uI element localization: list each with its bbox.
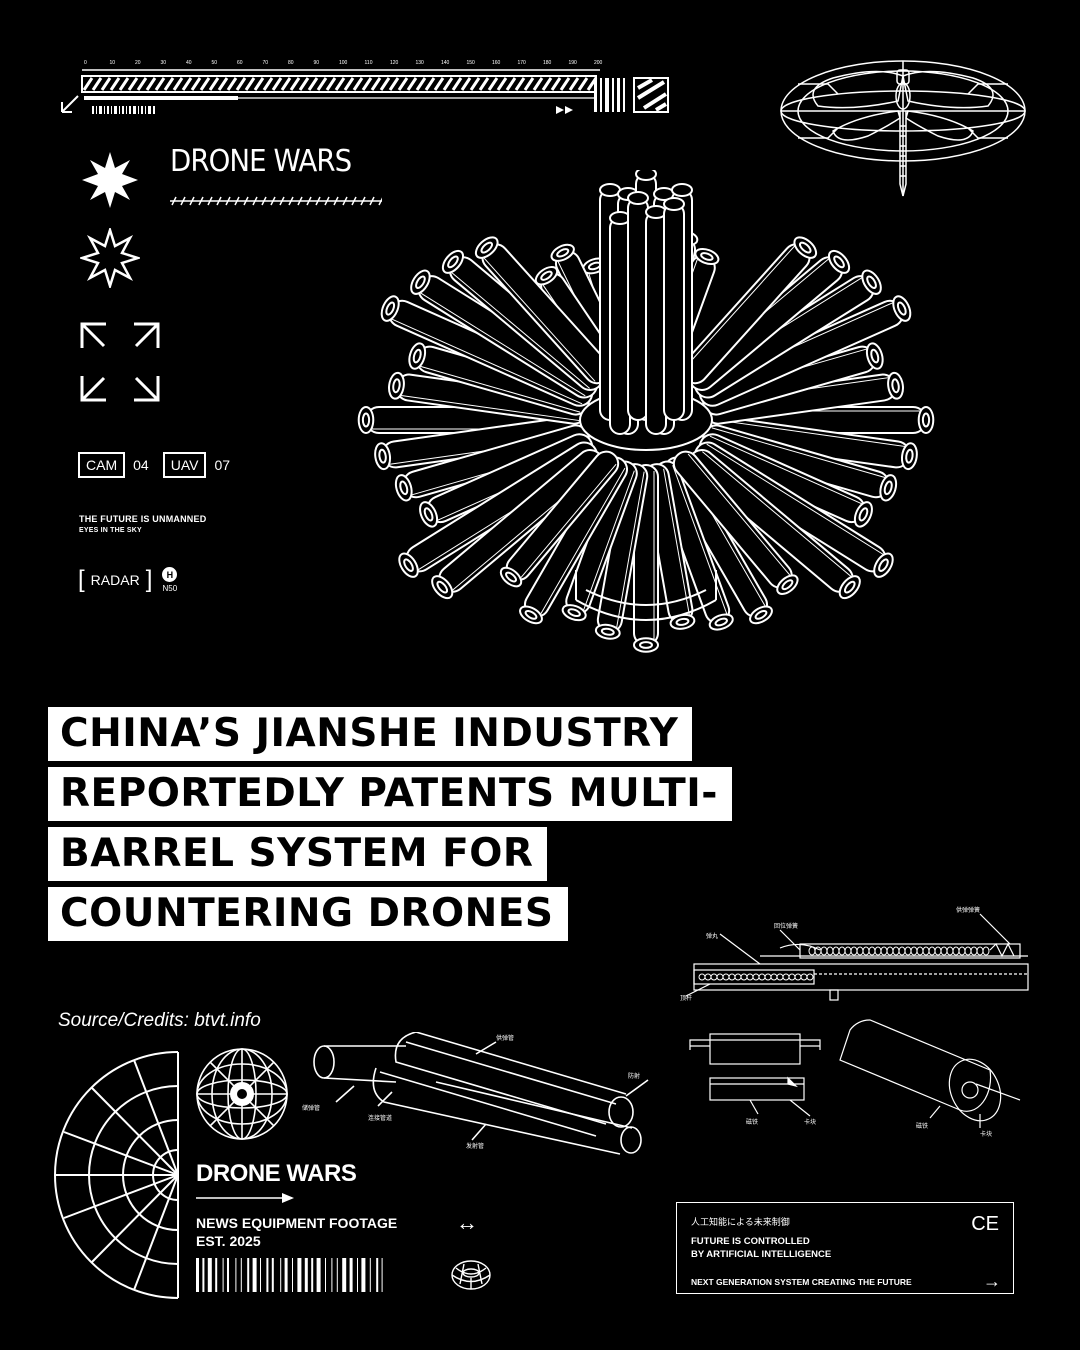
info-cn: 人工知能による未来制御: [691, 1217, 790, 1227]
label-mid2: 储弹管: [302, 1104, 320, 1112]
headline-line-4: COUNTERING DRONES: [48, 887, 568, 941]
radar-label: RADAR: [90, 572, 140, 588]
label-mid5: 防射: [628, 1072, 640, 1080]
info-box: 人工知能による未来制御 CE FUTURE IS CONTROLLED BY A…: [676, 1202, 1014, 1294]
ruler-tick-label: 120: [390, 60, 399, 66]
label-r4: 卡块: [980, 1130, 992, 1138]
dragonfly-emblem: [780, 60, 1026, 197]
patent-drawing-mechanism: 弹丸 回位弹簧 供弹弹簧 顶杆: [680, 906, 1029, 1002]
ruler-tick-label: 150: [467, 60, 476, 66]
label-mid1: 供弹管: [496, 1034, 514, 1042]
patent-drawing-magnets: 磁铁 卡块 磁铁 卡块: [689, 1019, 1021, 1138]
label-tl1: 弹丸: [706, 932, 718, 940]
info-text: FUTURE IS CONTROLLED BY ARTIFICIAL INTEL…: [691, 1235, 831, 1261]
barcode: [196, 1258, 383, 1292]
headline-line-1: CHINA’S JIANSHE INDUSTRY: [48, 707, 693, 761]
ruler-tick-label: 190: [569, 60, 578, 66]
label-mid3: 连接管道: [368, 1114, 392, 1122]
label-tl3: 供弹弹簧: [956, 906, 980, 914]
star-outline-icon: [80, 228, 140, 288]
ruler-tick-label: 0: [84, 60, 87, 66]
cam-uav-tags: CAM 04 UAV 07: [78, 452, 230, 478]
info-line-1: FUTURE IS CONTROLLED: [691, 1236, 810, 1247]
expand-arrows-icon: [80, 322, 160, 402]
n50-label: N50: [162, 584, 178, 593]
torus-icon: [451, 1260, 491, 1290]
ruler-tick-label: 170: [518, 60, 527, 66]
ruler-tick-label: 100: [339, 60, 348, 66]
ruler-tick-label: 30: [161, 60, 167, 66]
label-mid4: 发射管: [466, 1142, 484, 1150]
ruler-tick-label: 80: [288, 60, 294, 66]
news-line-2: EST. 2025: [196, 1233, 261, 1249]
news-block: NEWS EQUIPMENT FOOTAGE EST. 2025: [196, 1214, 397, 1250]
news-line-1: NEWS EQUIPMENT FOOTAGE: [196, 1215, 398, 1231]
ce-mark: CE: [971, 1213, 999, 1235]
brand-title-top: DRONE WARS: [170, 144, 352, 179]
ruler-tick-label: 60: [237, 60, 243, 66]
label-r2: 卡块: [804, 1118, 816, 1126]
globe-icon: [196, 1048, 288, 1140]
multi-barrel-drawing: [357, 170, 935, 653]
tagline-1: THE FUTURE IS UNMANNED: [79, 514, 207, 524]
ruler-tick-label: 40: [186, 60, 192, 66]
ruler-tick-label: 90: [314, 60, 320, 66]
source-credits: Source/Credits: btvt.info: [58, 1010, 261, 1031]
ruler-bar: 0 10 20 30 40 50 60 70 80 90 100 110 120 130 140 150 160…: [61, 60, 669, 114]
h-badge: H: [162, 567, 178, 582]
cam-tag: CAM: [78, 452, 126, 478]
ruler-tick-labels: 0 10 20 30 40 50 60 70 80 90 100 110 120 130 140 150 160…: [84, 60, 603, 66]
patent-drawing-tubes: 供弹管 储弹管 连接管道 发射管 防射: [302, 1032, 649, 1155]
arrow-right-icon: →: [983, 1271, 1001, 1291]
ruler-tick-label: 200: [594, 60, 603, 66]
ruler-tick-label: 70: [263, 60, 269, 66]
headline: CHINA’S JIANSHE INDUSTRY REPORTEDLY PATE…: [48, 707, 732, 947]
headline-line-2: REPORTEDLY PATENTS MULTI-: [48, 767, 732, 821]
label-tl4: 顶杆: [680, 994, 692, 1002]
ruler-tick-label: 50: [212, 60, 218, 66]
cam-number: 04: [133, 457, 149, 473]
brand-arrow: [196, 1193, 294, 1203]
label-r1: 磁铁: [746, 1118, 758, 1126]
info-line-2: BY ARTIFICIAL INTELLIGENCE: [691, 1249, 832, 1260]
brand-title-bottom: DRONE WARS: [196, 1160, 357, 1187]
uav-number: 07: [214, 457, 231, 473]
label-r3: 磁铁: [916, 1122, 928, 1130]
headline-line-3: BARREL SYSTEM FOR: [48, 827, 548, 881]
info-footer: NEXT GENERATION SYSTEM CREATING THE FUTU…: [691, 1277, 912, 1287]
ruler-tick-label: 180: [543, 60, 552, 66]
ruler-tick-label: 130: [416, 60, 425, 66]
star-solid-icon: [82, 152, 138, 208]
brand-underline: [170, 196, 382, 206]
half-sphere-grid: [54, 1051, 179, 1299]
label-tl2: 回位弹簧: [774, 922, 798, 930]
ruler-tick-label: 160: [492, 60, 501, 66]
uav-tag: UAV: [162, 452, 207, 478]
radar-tag: [ RADAR ] H N50: [78, 566, 178, 593]
ruler-tick-label: 10: [110, 60, 116, 66]
ruler-tick-label: 20: [135, 60, 141, 66]
ruler-tick-label: 110: [365, 60, 373, 66]
ruler-tick-label: 140: [441, 60, 450, 66]
double-arrow-icon: ↔: [456, 1210, 478, 1235]
tagline-2: EYES IN THE SKY: [79, 527, 142, 534]
